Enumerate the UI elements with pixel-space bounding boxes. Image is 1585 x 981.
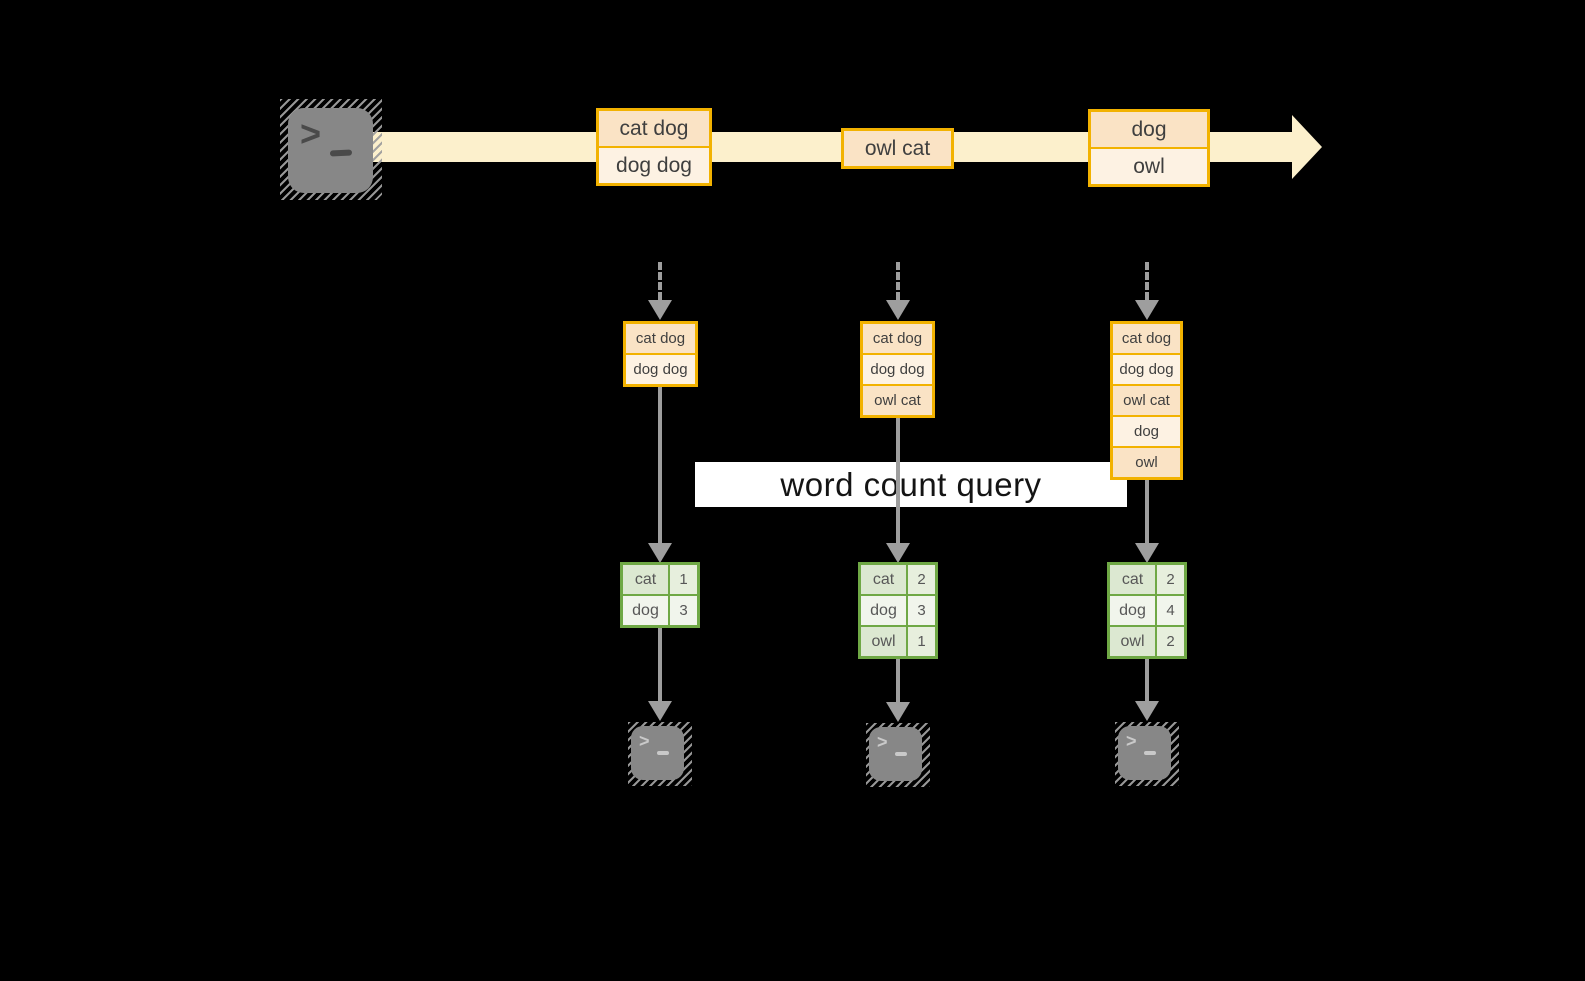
terminal-window: > — [1118, 726, 1171, 780]
down-arrowhead-icon — [1135, 300, 1159, 320]
table-row: owl 2 — [1110, 627, 1184, 656]
down-arrowhead-icon — [886, 702, 910, 722]
count-cell: 2 — [1157, 627, 1184, 656]
output-terminal-icon: > — [628, 722, 692, 786]
record-cell: dog dog — [863, 355, 932, 384]
record-cell: owl cat — [1113, 386, 1180, 415]
stream-batch-box: owl cat — [841, 128, 954, 169]
word-cell: dog — [1110, 596, 1155, 625]
word-count-query-banner: word count query — [695, 462, 1127, 507]
table-row: cat 2 — [1110, 565, 1184, 594]
down-arrowhead-icon — [1135, 543, 1159, 563]
output-terminal-icon: > — [1115, 722, 1179, 786]
record-cell: dog dog — [626, 355, 695, 384]
terminal-cursor-icon — [657, 751, 669, 755]
terminal-window: > — [631, 726, 684, 780]
stream-record-cell: owl — [1091, 149, 1207, 184]
ingest-dashed-arrow — [1145, 262, 1149, 300]
accumulated-records-box: cat dog dog dog owl cat dog owl — [1110, 321, 1183, 480]
record-cell: cat dog — [626, 324, 695, 353]
word-cell: owl — [861, 627, 906, 656]
table-row: owl 1 — [861, 627, 935, 656]
stream-record-cell: cat dog — [599, 111, 709, 146]
down-arrowhead-icon — [648, 300, 672, 320]
terminal-prompt-icon: > — [300, 113, 322, 154]
output-arrow — [896, 659, 900, 702]
down-arrowhead-icon — [648, 543, 672, 563]
down-arrowhead-icon — [886, 543, 910, 563]
count-cell: 3 — [670, 596, 697, 625]
source-terminal-icon: > — [280, 99, 382, 200]
word-cell: cat — [623, 565, 668, 594]
query-arrow — [896, 418, 900, 543]
ingest-dashed-arrow — [658, 262, 662, 300]
down-arrowhead-icon — [886, 300, 910, 320]
output-arrow — [1145, 659, 1149, 701]
record-cell: cat dog — [1113, 324, 1180, 353]
count-cell: 4 — [1157, 596, 1184, 625]
terminal-prompt-icon: > — [877, 732, 888, 752]
stream-batch-box: dog owl — [1088, 109, 1210, 187]
accumulated-records-box: cat dog dog dog owl cat — [860, 321, 935, 418]
terminal-window: > — [869, 727, 922, 781]
stream-arrowhead-icon — [1292, 115, 1322, 179]
stream-record-cell: dog — [1091, 112, 1207, 147]
down-arrowhead-icon — [648, 701, 672, 721]
word-count-query-label: word count query — [780, 465, 1042, 503]
record-cell: cat dog — [863, 324, 932, 353]
terminal-cursor-icon — [329, 149, 353, 157]
table-row: cat 1 — [623, 565, 697, 594]
query-arrow — [658, 387, 662, 543]
terminal-window: > — [288, 108, 373, 193]
word-count-table: cat 2 dog 4 owl 2 — [1107, 562, 1187, 659]
terminal-prompt-icon: > — [1126, 731, 1137, 751]
table-row: dog 3 — [861, 596, 935, 625]
count-cell: 3 — [908, 596, 935, 625]
word-count-table: cat 2 dog 3 owl 1 — [858, 562, 938, 659]
table-row: dog 4 — [1110, 596, 1184, 625]
output-arrow — [658, 628, 662, 701]
terminal-cursor-icon — [895, 752, 907, 756]
count-cell: 1 — [670, 565, 697, 594]
terminal-prompt-icon: > — [639, 731, 650, 751]
word-cell: owl — [1110, 627, 1155, 656]
count-cell: 2 — [1157, 565, 1184, 594]
table-row: cat 2 — [861, 565, 935, 594]
table-row: dog 3 — [623, 596, 697, 625]
word-cell: cat — [1110, 565, 1155, 594]
stream-batch-box: cat dog dog dog — [596, 108, 712, 186]
stream-record-cell: owl cat — [844, 131, 951, 166]
record-cell: dog dog — [1113, 355, 1180, 384]
count-cell: 1 — [908, 627, 935, 656]
ingest-dashed-arrow — [896, 262, 900, 300]
count-cell: 2 — [908, 565, 935, 594]
query-arrow — [1145, 480, 1149, 543]
record-cell: dog — [1113, 417, 1180, 446]
record-cell: owl — [1113, 448, 1180, 477]
word-cell: dog — [623, 596, 668, 625]
accumulated-records-box: cat dog dog dog — [623, 321, 698, 387]
stream-record-cell: dog dog — [599, 148, 709, 183]
terminal-cursor-icon — [1144, 751, 1156, 755]
record-cell: owl cat — [863, 386, 932, 415]
word-cell: cat — [861, 565, 906, 594]
word-count-table: cat 1 dog 3 — [620, 562, 700, 628]
down-arrowhead-icon — [1135, 701, 1159, 721]
word-cell: dog — [861, 596, 906, 625]
output-terminal-icon: > — [866, 723, 930, 787]
